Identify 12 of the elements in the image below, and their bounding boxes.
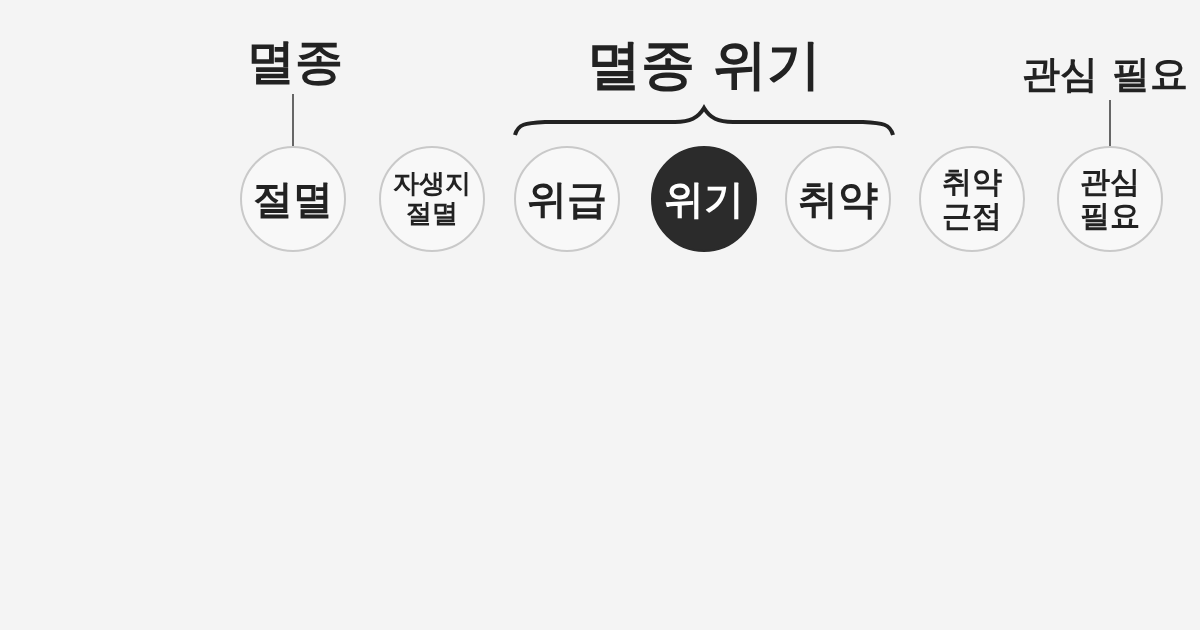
status-circle: 절멸 [240, 146, 346, 252]
status-circle: 취약 근접 [919, 146, 1025, 252]
group-heading: 멸종 위기 [585, 31, 823, 98]
status-circle: 관심 필요 [1057, 146, 1163, 252]
highlighted-status-circle: 위기 [651, 146, 757, 252]
category-heading: 관심 필요 [1015, 48, 1195, 100]
status-circle: 취약 [785, 146, 891, 252]
status-circle: 자생지 절멸 [379, 146, 485, 252]
leader-line [1109, 99, 1111, 147]
category-heading: 멸종 [230, 28, 360, 94]
leader-line [292, 93, 294, 147]
status-circle: 위급 [514, 146, 620, 252]
